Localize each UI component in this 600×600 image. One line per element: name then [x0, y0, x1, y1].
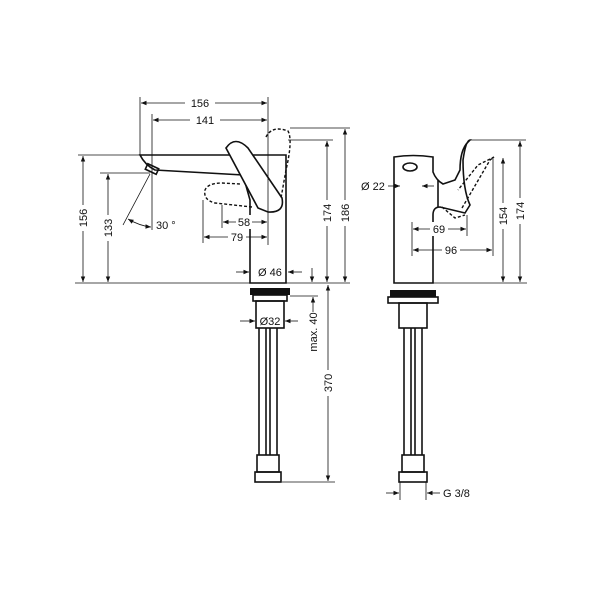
dim-height-spout: 156	[78, 209, 90, 227]
dim-lever-58: 58	[238, 217, 250, 229]
dim-angle: 30 °	[156, 220, 176, 232]
dim-height-154: 154	[498, 207, 510, 225]
side-view-dimensions: 156 141 156 133 30 ° 58 79 174 186 Ø 46	[76, 96, 352, 483]
dim-lever-69: 69	[433, 224, 445, 236]
front-view-dimensions: Ø 22 69 96 154 174 G 3/8	[361, 139, 527, 500]
dim-thread-diameter: Ø32	[260, 316, 281, 328]
dim-spout-reach-inner: 141	[196, 115, 214, 127]
dim-connection: G 3/8	[443, 488, 470, 500]
side-view-faucet	[75, 128, 350, 483]
dim-body-diameter: Ø 46	[258, 267, 282, 279]
dim-height-174: 174	[322, 204, 334, 222]
dim-height-186: 186	[340, 204, 352, 222]
dim-lever-79: 79	[231, 232, 243, 244]
dim-spout-reach: 156	[191, 98, 209, 110]
dim-max-thickness: max. 40	[308, 312, 320, 351]
front-view-faucet	[387, 139, 527, 483]
dim-height-outlet: 133	[103, 219, 115, 237]
dim-height-174-front: 174	[515, 202, 527, 220]
dim-lever-96: 96	[445, 245, 457, 257]
dim-hose-length: 370	[323, 374, 335, 392]
dim-outlet-diameter: Ø 22	[361, 181, 385, 193]
